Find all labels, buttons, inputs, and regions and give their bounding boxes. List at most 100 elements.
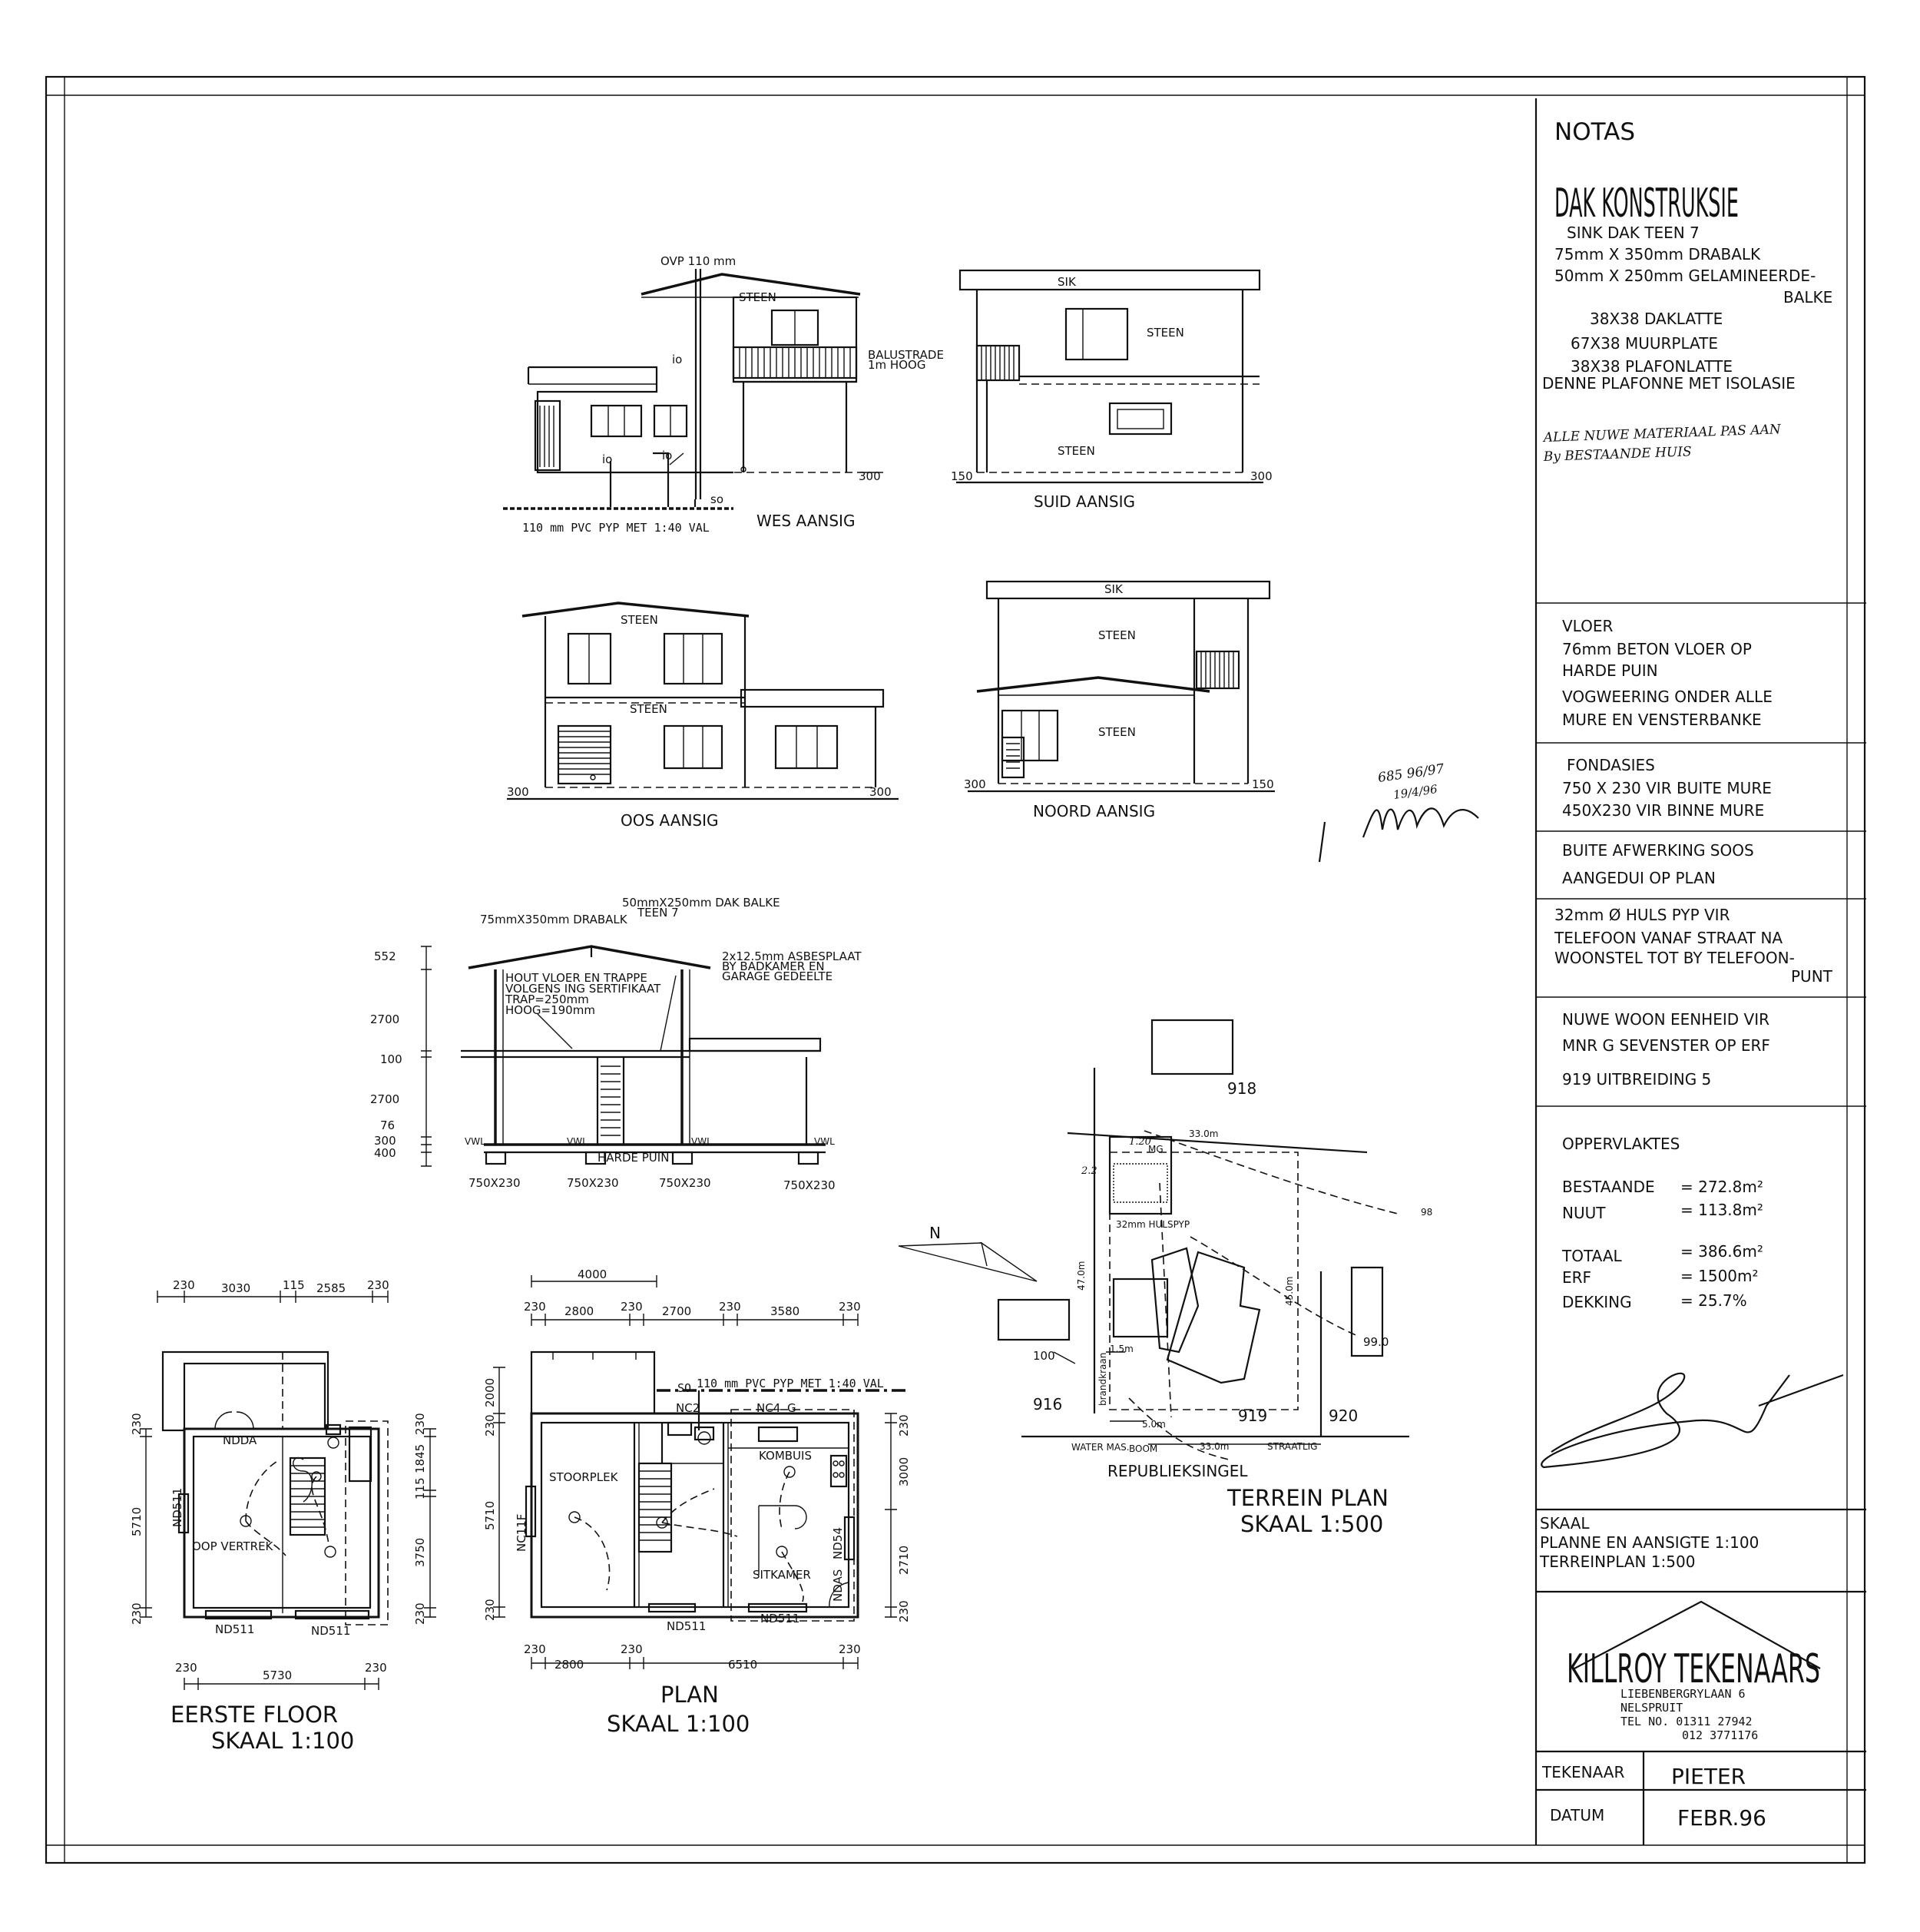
pipe-label: 110 mm PVC PYP MET 1:40 VAL — [522, 521, 710, 535]
fixture-label: G — [787, 1401, 796, 1415]
finish-line: AANGEDUI OP PLAN — [1562, 869, 1716, 887]
elevation-title: NOORD AANSIG — [1033, 802, 1155, 820]
erf-number: 916 — [1033, 1395, 1062, 1413]
window-label: ND511 — [760, 1612, 799, 1625]
window-label: NC11F — [515, 1514, 528, 1552]
plan-scale: SKAAL 1:100 — [211, 1728, 354, 1754]
areas-title: OPPERVLAKTES — [1562, 1135, 1680, 1153]
elevation-title: WES AANSIG — [756, 512, 855, 530]
dim-label: 230 — [413, 1602, 427, 1625]
firm-logo: KILLROY TEKENAARS — [1567, 1600, 1821, 1692]
window-label: ND511 — [170, 1488, 184, 1527]
area-label: DEKKING — [1562, 1293, 1632, 1311]
dim-label: 2800 — [564, 1304, 594, 1318]
north-label: N — [929, 1224, 941, 1242]
ground-floor-plan: 4000 230 2800 230 2700 230 3580 230 — [483, 1268, 911, 1737]
sik-label: SIK — [1058, 275, 1077, 289]
balustrade-label: 1m HOOG — [868, 358, 925, 372]
site-label: 100 — [1033, 1349, 1055, 1363]
dim-label: 4000 — [578, 1268, 607, 1281]
floor-line: MURE EN VENSTERBANKE — [1562, 711, 1762, 729]
site-scale: SKAAL 1:500 — [1240, 1511, 1383, 1537]
site-label: 45.0m — [1284, 1277, 1295, 1306]
level-label: 150 — [951, 469, 973, 483]
room-label: OOP VERTREK — [192, 1539, 274, 1553]
balustrade-label: BALUSTRADE — [868, 348, 944, 362]
vwl-label: VWL — [465, 1136, 485, 1147]
dim-label: 6510 — [728, 1658, 757, 1672]
level-label: 150 — [1252, 777, 1274, 791]
material-label: STEEN — [1147, 326, 1184, 340]
firm-address: 012 3771176 — [1682, 1728, 1758, 1742]
area-label: TOTAAL — [1561, 1247, 1623, 1265]
window-label: ND54 — [831, 1527, 845, 1559]
section-dim: 76 — [380, 1118, 395, 1132]
dim-label: 115 — [283, 1278, 305, 1292]
dim-label: 230 — [130, 1602, 144, 1625]
site-plan: N 918 916 919 920 REPUBLIEKSINGEL 33.0m … — [898, 1019, 1432, 1537]
scale-line: PLANNE EN AANSIGTE 1:100 — [1540, 1533, 1759, 1552]
logo-text: KILLROY TEKENAARS — [1567, 1646, 1820, 1692]
dim-label: 230 — [719, 1300, 741, 1314]
pipe-line: 32mm Ø HULS PYP VIR — [1554, 906, 1730, 924]
firm-address: NELSPRUIT — [1620, 1701, 1683, 1715]
dim-label: 230 — [897, 1414, 911, 1437]
section-note: HARDE PUIN — [598, 1151, 669, 1165]
dim-label: 230 — [524, 1300, 546, 1314]
site-label: 1.20 — [1129, 1136, 1151, 1148]
site-label: MG — [1148, 1144, 1164, 1155]
dim-label: 230 — [173, 1278, 195, 1292]
dim-label: 230 — [367, 1278, 389, 1292]
dim-label: 230 — [621, 1300, 643, 1314]
material-label: STEEN — [1098, 628, 1136, 642]
area-label: ERF — [1562, 1268, 1591, 1287]
pipe-line: WOONSTEL TOT BY TELEFOON- — [1554, 949, 1795, 967]
area-label: BESTAANDE — [1562, 1178, 1655, 1196]
material-label: STEEN — [630, 702, 667, 716]
site-label: BOOM — [1129, 1443, 1157, 1454]
svg-text:19/4/96: 19/4/96 — [1392, 782, 1438, 802]
notes-heading: NOTAS — [1554, 118, 1635, 146]
roof-line: BALKE — [1783, 288, 1832, 307]
area-label: NUUT — [1562, 1204, 1606, 1222]
roof-line: DENNE PLAFONNE MET ISOLASIE — [1542, 374, 1796, 393]
roof-line: 67X38 MUURPLATE — [1571, 334, 1718, 353]
sik-label: SIK — [1104, 582, 1124, 596]
site-label: WATER MAS. — [1071, 1442, 1130, 1453]
date-label: DATUM — [1550, 1806, 1604, 1824]
material-label: STEEN — [621, 613, 658, 627]
roof-line: 38X38 PLAFONLATTE — [1571, 357, 1733, 376]
io-label: io — [672, 353, 682, 366]
footing-label: 750X230 — [468, 1176, 521, 1190]
roof-line: SINK DAK TEEN 7 — [1567, 224, 1700, 242]
footing-label: 750X230 — [659, 1176, 711, 1190]
pipe-line: PUNT — [1791, 967, 1833, 986]
plan-title: PLAN — [660, 1682, 719, 1708]
south-elevation: SIK STEEN STEEN 150 300 SUID AANSIG — [951, 269, 1273, 511]
erf-number: 920 — [1329, 1407, 1358, 1425]
pipe-label: SO — [677, 1381, 691, 1395]
site-label: 32mm HULSPYP — [1116, 1219, 1190, 1230]
section-note: 2x12.5mm ASBESPLAAT — [722, 949, 862, 963]
dim-label: 2000 — [483, 1378, 497, 1407]
level-label: 300 — [1250, 469, 1273, 483]
dim-label: 230 — [175, 1661, 197, 1675]
section-note: BY BADKAMER EN — [722, 959, 825, 973]
roof-line: 75mm X 350mm DRABALK — [1554, 245, 1761, 263]
floor-line: VOGWEERING ONDER ALLE — [1562, 688, 1773, 706]
section-dim: 2700 — [370, 1012, 399, 1026]
handwritten-note: ALLE NUWE MATERIAAL PAS AAN — [1541, 422, 1782, 446]
section-dim: 2700 — [370, 1092, 399, 1106]
site-label: STRAATLIG — [1267, 1441, 1317, 1452]
firm-address: TEL NO. 01311 27942 — [1620, 1715, 1753, 1728]
dim-label: 230 — [839, 1642, 861, 1656]
dim-label: 230 — [483, 1414, 497, 1437]
erf-number: 918 — [1227, 1079, 1256, 1098]
plan-title: EERSTE FLOOR — [170, 1702, 338, 1728]
door-label: NDAS — [831, 1569, 845, 1602]
site-label: 2.2 — [1081, 1165, 1097, 1177]
level-label: 300 — [869, 785, 892, 799]
area-value: = 113.8m² — [1680, 1201, 1763, 1219]
room-label: KOMBUIS — [759, 1449, 812, 1463]
site-label: 98 — [1421, 1207, 1432, 1218]
